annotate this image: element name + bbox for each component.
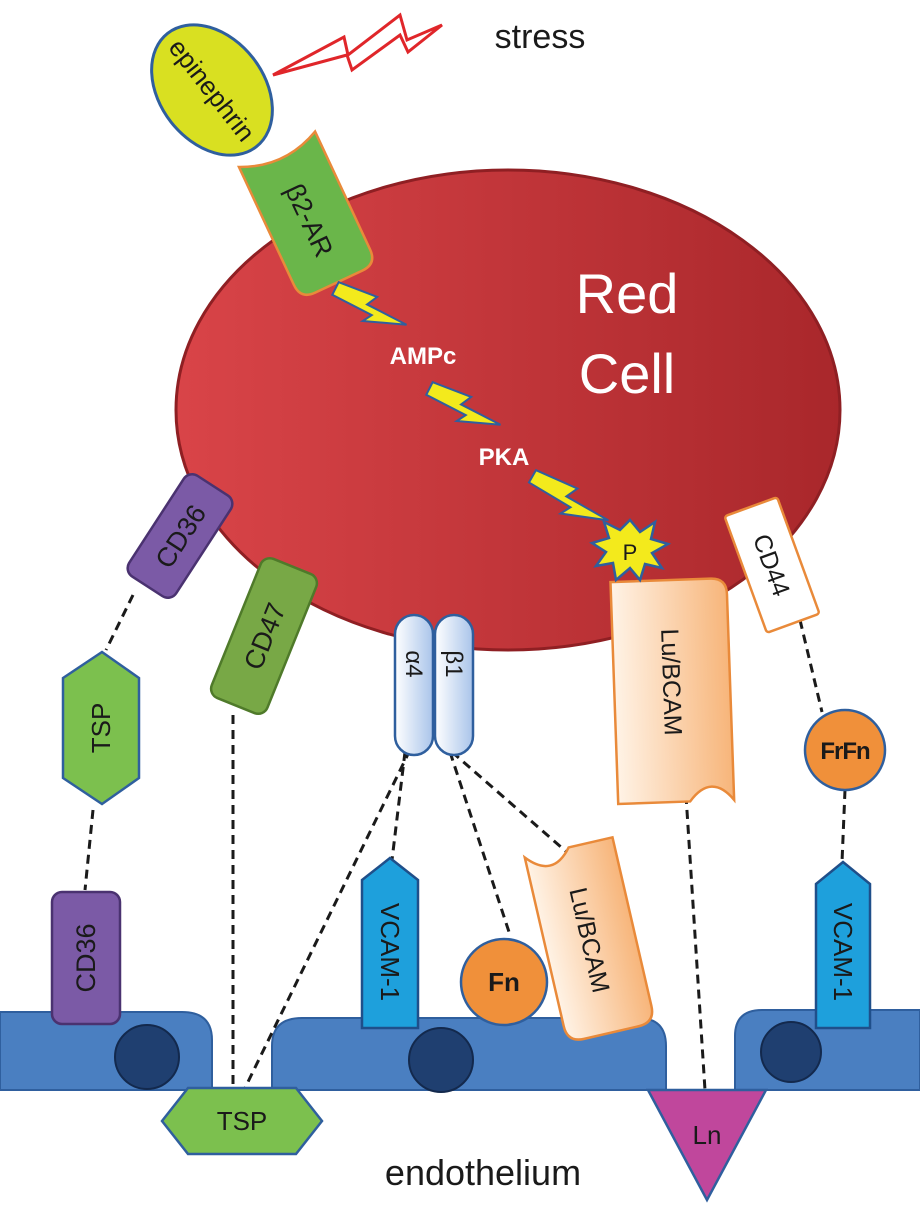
fn-center-ligand: Fn bbox=[459, 937, 549, 1027]
cd36-rbc-shape bbox=[126, 473, 234, 599]
integrin-alpha4-beta1: α4 β1 bbox=[393, 613, 475, 757]
alpha4-subunit bbox=[393, 613, 435, 757]
lightning-bolt-icon bbox=[424, 380, 501, 426]
lu-bcam-rbc-label: Lu/BCAM bbox=[655, 628, 687, 736]
epinephrin-ellipse bbox=[150, 23, 274, 157]
link-beta1-lu-bcam bbox=[451, 750, 586, 870]
tsp-lower-ligand: TSP bbox=[160, 1086, 324, 1156]
ampc-label: AMPc bbox=[390, 343, 457, 370]
link-cd44-frfn bbox=[798, 619, 824, 713]
vcam1-center-shape bbox=[360, 856, 420, 1030]
tsp-upper-ligand: TSP bbox=[61, 650, 141, 806]
stress-label: stress bbox=[495, 18, 586, 56]
beta1-label: β1 bbox=[440, 650, 467, 677]
red-cell-label-line2: Cell bbox=[579, 342, 675, 405]
cd47-shape bbox=[209, 556, 319, 716]
tsp-upper-label: TSP bbox=[86, 703, 116, 754]
lu-bcam-rbc-shape bbox=[609, 577, 736, 806]
burst-star-icon bbox=[589, 518, 672, 583]
vcam1-right-label: VCAM-1 bbox=[828, 903, 858, 1001]
link-beta1-fn bbox=[448, 751, 512, 936]
red-cell-label-line1: Red bbox=[576, 262, 679, 325]
cd44-receptor: CD44 bbox=[724, 496, 820, 634]
vcam1-right-shape bbox=[814, 860, 872, 1030]
frfn-ligand: FrFn bbox=[803, 708, 887, 792]
epinephrin-group: epinephrin bbox=[150, 23, 274, 157]
pka-label: PKA bbox=[479, 444, 530, 471]
vcam1-right-receptor: VCAM-1 bbox=[814, 860, 872, 1030]
cd36-endo-label: CD36 bbox=[71, 923, 101, 992]
endothelium-layer bbox=[0, 1009, 920, 1093]
vcam1-center-receptor: VCAM-1 bbox=[360, 856, 420, 1030]
cd47-receptor: CD47 bbox=[209, 556, 319, 716]
link-tsp-cd36-endo bbox=[83, 809, 95, 891]
alpha4-label: α4 bbox=[400, 650, 427, 677]
ln-shape bbox=[645, 1088, 769, 1203]
endothelium-label: endothelium bbox=[385, 1152, 581, 1193]
tsp-lower-shape bbox=[160, 1086, 324, 1156]
stress-bolt-icon bbox=[272, 12, 443, 77]
ln-ligand: Ln bbox=[645, 1088, 769, 1203]
lu-bcam-endo-receptor: Lu/BCAM bbox=[522, 835, 654, 1041]
frfn-label: FrFn bbox=[820, 738, 870, 765]
beta1-subunit bbox=[433, 613, 475, 757]
nucleus-right bbox=[760, 1021, 822, 1083]
link-cd36-tsp bbox=[104, 594, 135, 651]
beta2-ar-shape bbox=[237, 129, 374, 296]
link-alpha4-tsp bbox=[243, 749, 412, 1089]
vcam1-center-label: VCAM-1 bbox=[375, 903, 405, 1001]
lu-bcam-rbc-receptor: Lu/BCAM bbox=[609, 577, 736, 806]
lightning-bolt-icon bbox=[330, 280, 407, 326]
ln-label: Ln bbox=[693, 1120, 722, 1150]
nucleus-left bbox=[114, 1024, 180, 1090]
frfn-shape bbox=[803, 708, 887, 792]
fn-center-label: Fn bbox=[488, 967, 520, 997]
link-alpha4-vcam1 bbox=[390, 751, 407, 861]
lu-bcam-endo-shape bbox=[522, 835, 654, 1041]
phosphorylation-burst: P bbox=[589, 518, 672, 583]
link-lu-bcam-ln bbox=[683, 779, 707, 1091]
binding-links bbox=[83, 594, 847, 1091]
fn-center-shape bbox=[459, 937, 549, 1027]
lightning-bolt-icon bbox=[527, 468, 609, 522]
tsp-lower-label: TSP bbox=[217, 1106, 268, 1136]
p-label: P bbox=[623, 540, 638, 565]
nucleus-middle bbox=[408, 1027, 474, 1093]
beta2-ar-receptor: β2-AR bbox=[237, 129, 374, 296]
cd44-shape bbox=[724, 496, 820, 634]
link-frfn-vcam1 bbox=[840, 789, 847, 863]
cd36-rbc-receptor: CD36 bbox=[126, 473, 234, 599]
tsp-upper-shape bbox=[61, 650, 141, 806]
cd36-endo-receptor: CD36 bbox=[50, 890, 122, 1026]
cd36-endo-shape bbox=[50, 890, 122, 1026]
